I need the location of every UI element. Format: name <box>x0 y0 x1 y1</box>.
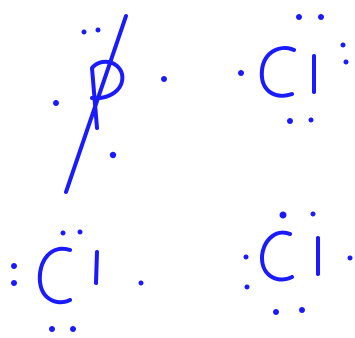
phosphorus-dot-top-left <box>81 29 87 35</box>
phosphorus-atom: P <box>53 14 167 194</box>
chlorine-1-dot-top-right <box>318 14 324 20</box>
chlorine-3-dot-right <box>347 255 353 261</box>
chlorine-1-letter-c <box>259 46 296 98</box>
chlorine-2-dot-top-right <box>77 229 83 235</box>
phosphorus-slash-stroke <box>64 14 128 194</box>
phosphorus-dot-left <box>53 100 59 106</box>
chlorine-2-dot-right <box>138 280 144 286</box>
chlorine-1-dot-left <box>238 70 244 76</box>
chlorine-3-dot-bottom-left <box>273 309 279 315</box>
phosphorus-dot-bottom <box>109 151 117 159</box>
chlorine-3-dot-left-bottom <box>244 284 250 290</box>
chlorine-2-dot-left-top <box>11 263 17 269</box>
chlorine-atom-3: Cl <box>243 211 353 315</box>
chlorine-1-dot-right-top <box>340 42 346 48</box>
chlorine-1-dot-top-left <box>296 14 302 20</box>
chlorine-1-dot-bottom-right <box>308 117 314 123</box>
chlorine-3-dot-top-right <box>310 211 316 217</box>
chlorine-1-dot-right-bottom <box>343 59 349 65</box>
chlorine-atom-2: Cl <box>11 229 144 332</box>
chlorine-3-dot-left-top <box>243 254 249 260</box>
chlorine-2-dot-bottom-right <box>70 326 76 332</box>
chlorine-atom-1: Cl <box>238 14 349 124</box>
chlorine-3-dot-bottom-right <box>299 307 305 313</box>
phosphorus-dot-right <box>161 76 167 82</box>
chlorine-2-dot-left-bottom <box>11 280 17 286</box>
chlorine-1-dot-bottom-left <box>287 118 293 124</box>
chlorine-3-letter-c <box>260 230 294 282</box>
chlorine-2-letter-l <box>94 250 99 285</box>
chlorine-2-letter-c <box>37 246 72 305</box>
phosphorus-letter-p <box>90 59 125 130</box>
chlorine-3-dot-top-left <box>279 211 287 219</box>
chlorine-2-dot-top-left <box>60 230 66 236</box>
phosphorus-dot-top-right <box>95 27 101 33</box>
chlorine-2-dot-bottom-left <box>49 326 55 332</box>
